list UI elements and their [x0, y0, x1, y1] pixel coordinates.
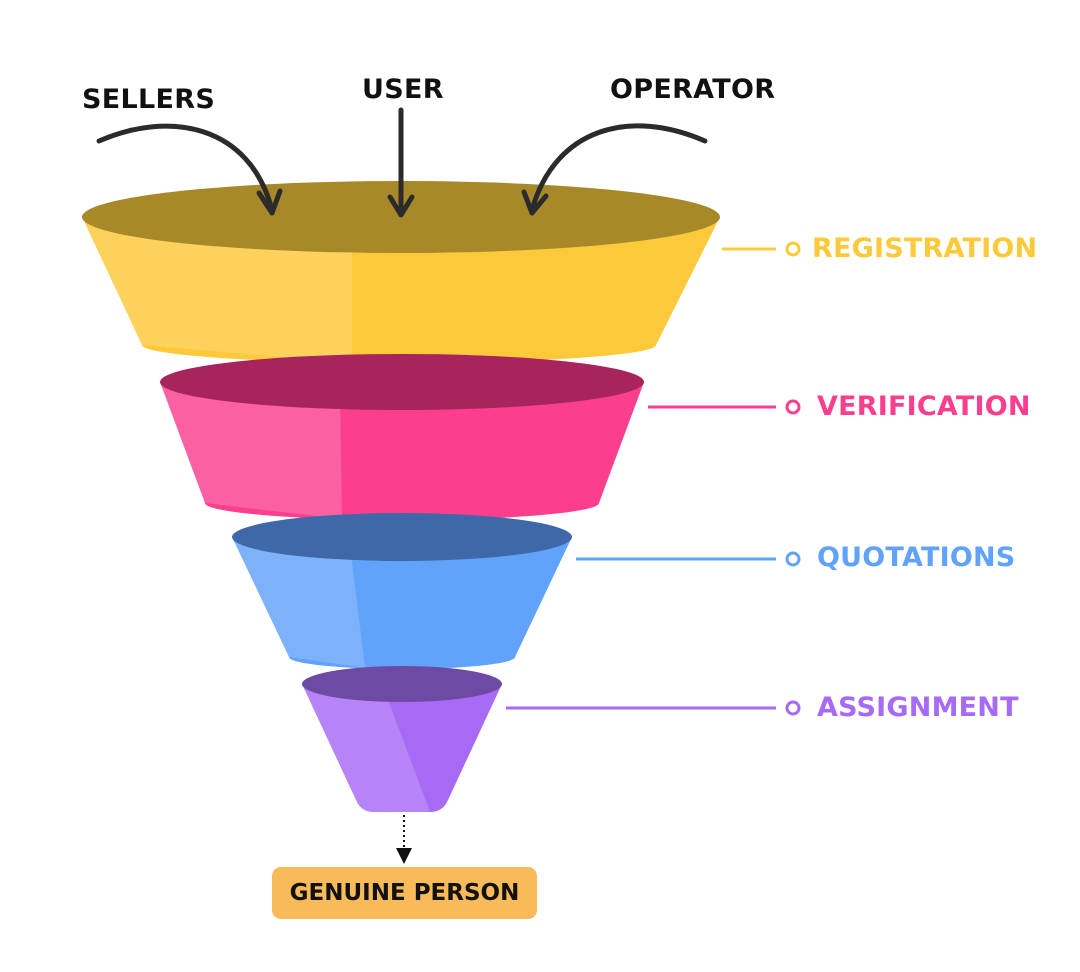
quotations-highlight	[232, 537, 365, 668]
quotations-marker-icon	[785, 551, 801, 567]
verification-highlight	[160, 382, 342, 519]
registration-body	[82, 217, 720, 363]
source-label-operator: OPERATOR	[610, 74, 776, 105]
funnel-segment-quotations	[232, 513, 572, 669]
quotations-body	[232, 537, 572, 669]
input-arrows	[96, 107, 708, 218]
verification-body	[160, 382, 644, 520]
verification-rim	[160, 354, 644, 410]
stage-label-assignment: ASSIGNMENT	[817, 692, 1019, 723]
funnel-segment-registration	[82, 181, 720, 363]
registration-marker-icon	[785, 241, 801, 257]
stage-label-quotations: QUOTATIONS	[817, 542, 1016, 573]
source-label-sellers: SELLERS	[82, 84, 216, 115]
stage-connectors	[506, 241, 801, 716]
stage-label-verification: VERIFICATION	[817, 391, 1031, 422]
source-label-user: USER	[362, 74, 444, 105]
verification-marker-icon	[785, 399, 801, 415]
funnel-segment-verification	[160, 354, 644, 520]
operator-arrow	[529, 123, 708, 213]
assignment-marker-icon	[785, 700, 801, 716]
registration-highlight	[82, 217, 352, 363]
operator-arrowhead	[521, 189, 549, 216]
result-label: GENUINE PERSON	[289, 880, 520, 906]
sellers-arrow	[96, 123, 275, 213]
quotations-rim	[232, 513, 572, 561]
sellers-arrowhead	[256, 188, 283, 216]
assignment-body	[302, 684, 502, 812]
result-box-genuine-person: GENUINE PERSON	[272, 867, 537, 919]
stage-label-registration: REGISTRATION	[812, 233, 1038, 264]
assignment-highlight	[302, 684, 430, 812]
user-arrowhead	[387, 194, 415, 218]
funnel-segment-assignment	[302, 666, 502, 812]
assignment-rim	[302, 666, 502, 702]
